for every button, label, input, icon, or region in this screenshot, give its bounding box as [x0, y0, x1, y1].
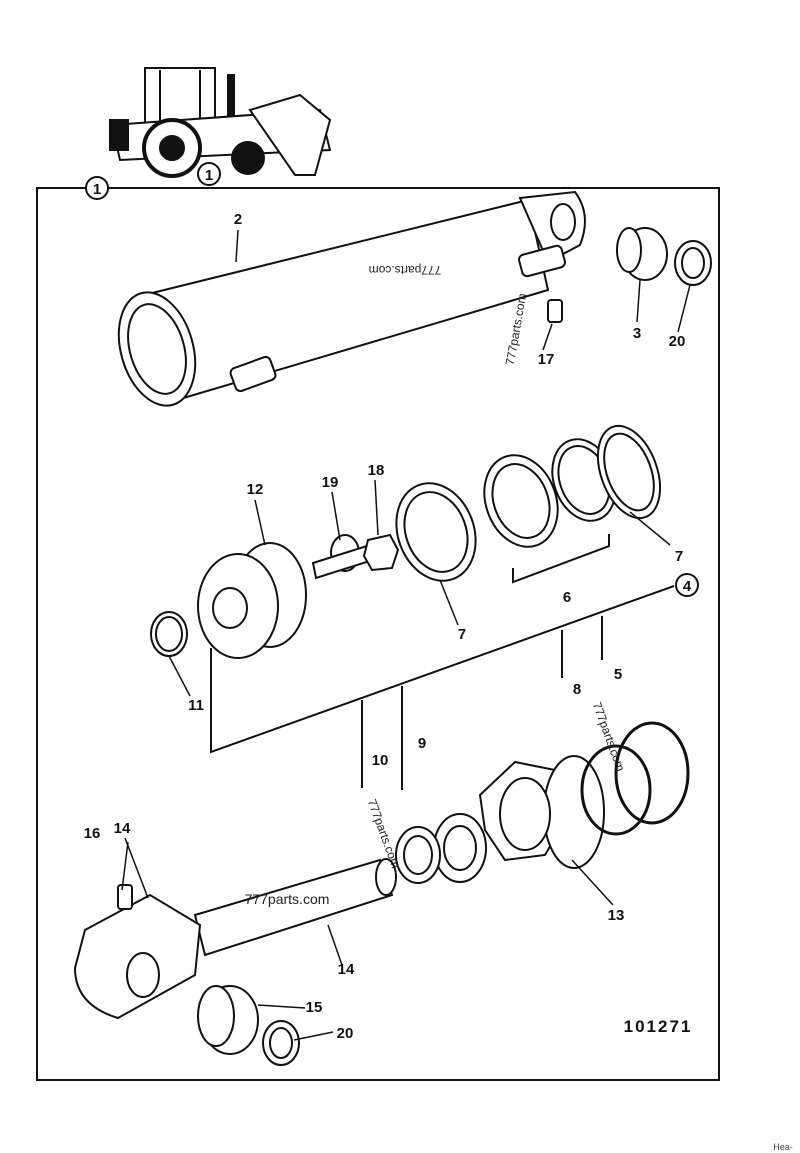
corner-note: Hea-: [773, 1142, 793, 1152]
kit-bracket-lines: [210, 534, 675, 790]
callout-6: 6: [563, 589, 571, 606]
piston-ring-7-left: [395, 482, 477, 582]
frame-border: [36, 187, 720, 1081]
rod-seal-10: [395, 826, 441, 884]
cylinder-bushing-top: [616, 227, 668, 281]
watermark-barrel: 777parts.com: [369, 263, 442, 277]
callout-18: 18: [368, 462, 385, 479]
circle-ref-4: 4: [675, 573, 699, 597]
callout-2: 2: [234, 211, 242, 228]
callout-4: 4: [683, 578, 692, 595]
cylinder-barrel: [117, 190, 586, 407]
gland-nut-13: [478, 755, 605, 869]
washer-19: [311, 534, 375, 580]
callout-9: 9: [418, 735, 426, 752]
callout-7-left: 7: [458, 626, 466, 643]
callout-15: 15: [306, 999, 323, 1016]
callout-13: 13: [608, 907, 625, 924]
callout-3: 3: [633, 325, 641, 342]
circle-ref-top: 1: [85, 176, 109, 200]
watermark-circlip: 777parts.com: [590, 700, 628, 773]
callout-12: 12: [247, 481, 264, 498]
diagram-reference-number: 101271: [624, 1017, 693, 1036]
callout-11: 11: [188, 697, 204, 714]
grease-nipple-17: [547, 299, 563, 323]
piston-rod-14: [73, 858, 397, 1020]
circle-ref-label: 1: [93, 181, 101, 198]
callout-17: 17: [538, 351, 555, 368]
callout-14-top: 14: [114, 820, 131, 837]
piston-seal-6: [483, 438, 617, 548]
callout-5: 5: [614, 666, 622, 683]
leader-lines: [121, 229, 691, 1041]
circle-ref-thumbnail: 1: [197, 162, 221, 186]
wiper-seal-9: [433, 813, 487, 883]
callout-14-rod: 14: [338, 961, 355, 978]
callout-labels: 2 3 20 17 12 19 18 7 7 6 5 8 11 9 10 16 …: [84, 211, 686, 1042]
callout-20-bottom: 20: [337, 1025, 354, 1042]
piston-ring-7-right: [596, 424, 662, 520]
callout-19: 19: [322, 474, 339, 491]
callout-10: 10: [372, 752, 389, 769]
circlip-5: [580, 721, 690, 836]
seal-ring-bottom: [262, 1020, 300, 1066]
watermark-rod: 777parts.com: [245, 891, 330, 907]
callout-16: 16: [84, 825, 101, 842]
nut-18: [362, 533, 400, 572]
backhoe-loader-thumbnail: [109, 67, 332, 178]
watermark-vertical: 777parts.com: [503, 292, 529, 366]
seal-ring-top: [674, 240, 712, 286]
callout-20-top: 20: [669, 333, 686, 350]
callout-8: 8: [573, 681, 581, 698]
o-ring-11: [150, 611, 188, 657]
piston-12: [197, 542, 307, 659]
circle-ref-label: 1: [205, 167, 213, 184]
rod-bushing-15: [197, 985, 259, 1055]
callout-7-right: 7: [675, 548, 683, 565]
